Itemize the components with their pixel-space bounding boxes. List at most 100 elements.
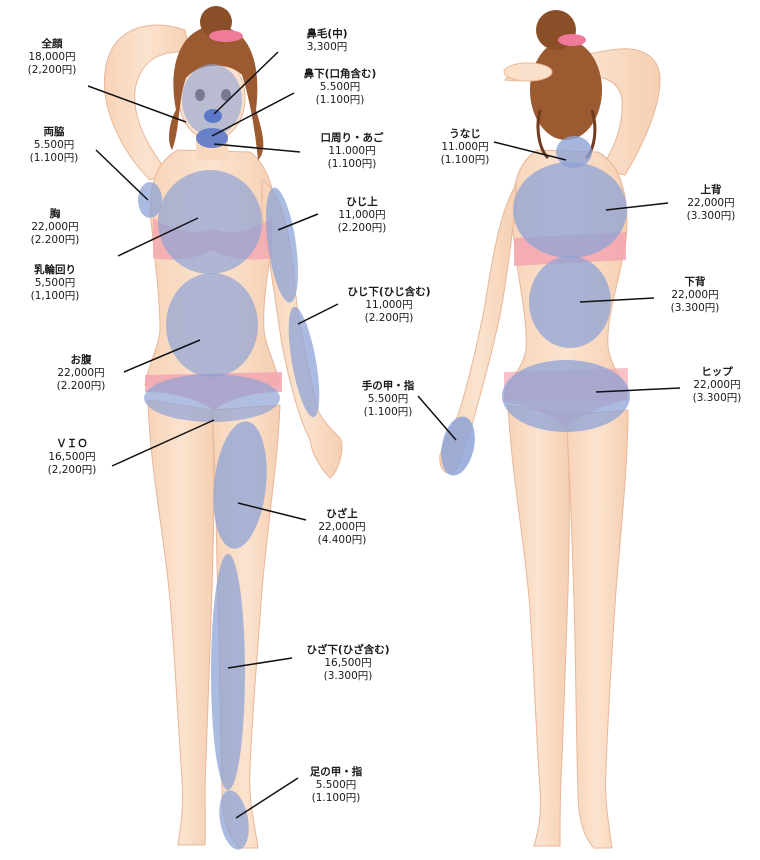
label-name: 上背 xyxy=(700,184,722,196)
label-chest: 胸 22,000円 (2.200円) xyxy=(20,208,90,247)
label-price: 22,000円 xyxy=(687,197,735,209)
label-price: 11,000円 xyxy=(338,209,386,221)
label-vio: ＶＩＯ 16,500円 (2,200円) xyxy=(34,438,110,477)
label-sub: (1.100円) xyxy=(440,154,490,166)
label-name: 口周り・あご xyxy=(320,132,384,144)
label-sub: (3.300円) xyxy=(670,302,720,314)
label-name: うなじ xyxy=(449,128,481,140)
label-armpits: 両脇 5.500円 (1.100円) xyxy=(18,126,90,165)
label-price: 18,000円 xyxy=(28,51,76,63)
front-figure xyxy=(104,6,343,850)
label-name: 乳輪回り xyxy=(34,264,76,276)
label-sub: (4.400円) xyxy=(317,534,367,546)
label-sub: (1.100円) xyxy=(311,792,361,804)
label-nose-hair: 鼻毛(中) 3,300円 xyxy=(282,28,372,54)
zone-forearm xyxy=(288,306,320,418)
label-sub: (1.100円) xyxy=(29,152,79,164)
back-right-leg xyxy=(565,409,629,849)
zone-back-of-hand xyxy=(441,416,475,476)
zone-upper-back xyxy=(513,162,627,258)
label-name: 下背 xyxy=(684,276,706,288)
label-name: 足の甲・指 xyxy=(309,766,363,778)
label-upper-back: 上背 22,000円 (3.300円) xyxy=(674,184,748,223)
back-raised-arm xyxy=(504,48,661,176)
label-price: 5.500円 xyxy=(367,393,409,405)
label-under-nose: 鼻下(口角含む) 5.500円 (1.100円) xyxy=(284,68,396,107)
label-name: ひざ上 xyxy=(326,508,358,520)
zone-foot xyxy=(219,790,249,850)
label-price: 5.500円 xyxy=(315,779,357,791)
zone-upper-arm xyxy=(265,187,299,303)
back-hand xyxy=(503,62,553,82)
label-thigh: ひざ上 22,000円 (4.400円) xyxy=(306,508,378,547)
label-name: お腹 xyxy=(70,354,92,366)
label-price: 16,500円 xyxy=(324,657,372,669)
zone-full-face xyxy=(182,64,242,136)
label-name: 鼻下(口角含む) xyxy=(303,68,377,80)
label-foot: 足の甲・指 5.500円 (1.100円) xyxy=(294,766,378,805)
label-price: 16,500円 xyxy=(48,451,96,463)
zone-thigh xyxy=(213,421,267,549)
label-name: ひじ下(ひじ含む) xyxy=(347,286,431,298)
zone-lower-leg xyxy=(211,554,245,790)
front-scrunchie xyxy=(209,30,243,42)
label-sub: (2.200円) xyxy=(30,234,80,246)
label-price: 5,500円 xyxy=(34,277,76,289)
zone-chest xyxy=(158,170,262,274)
label-name: 鼻毛(中) xyxy=(306,28,348,40)
back-head xyxy=(530,40,602,140)
zone-armpit xyxy=(138,182,162,218)
front-hair-bun xyxy=(200,6,232,38)
back-down-arm xyxy=(439,183,517,474)
label-price: 5.500円 xyxy=(319,81,361,93)
label-sub: (1,100円) xyxy=(30,290,80,302)
label-back-of-hand: 手の甲・指 5.500円 (1.100円) xyxy=(346,380,430,419)
zone-lower-back xyxy=(529,256,611,348)
label-sub: (2.200円) xyxy=(337,222,387,234)
label-price: 3,300円 xyxy=(306,41,348,53)
label-price: 22,000円 xyxy=(57,367,105,379)
label-sub: (2,200円) xyxy=(47,464,97,476)
label-abdomen: お腹 22,000円 (2.200円) xyxy=(40,354,122,393)
label-price: 22,000円 xyxy=(318,521,366,533)
label-upper-arm: ひじ上 11,000円 (2.200円) xyxy=(322,196,402,235)
label-price: 22,000円 xyxy=(671,289,719,301)
leader-lines xyxy=(87,51,681,819)
label-name: ヒップ xyxy=(701,366,733,378)
label-sub: (2.200円) xyxy=(56,380,106,392)
label-price: 11.000円 xyxy=(441,141,489,153)
label-sub: (2.200円) xyxy=(364,312,414,324)
label-mouth-chin: 口周り・あご 11.000円 (1.100円) xyxy=(302,132,402,171)
label-nape: うなじ 11.000円 (1.100円) xyxy=(428,128,502,167)
label-sub: (1.100円) xyxy=(327,158,377,170)
label-name: ひざ下(ひざ含む) xyxy=(306,644,390,656)
zone-hip xyxy=(502,360,630,432)
label-name: ひじ上 xyxy=(346,196,378,208)
label-forearm: ひじ下(ひじ含む) 11,000円 (2.200円) xyxy=(330,286,448,325)
zone-mouth xyxy=(196,128,228,148)
label-price: 22,000円 xyxy=(31,221,79,233)
label-hip: ヒップ 22,000円 (3.300円) xyxy=(680,366,754,405)
front-hair xyxy=(169,25,264,161)
label-sub: (2,200円) xyxy=(27,64,77,76)
label-name: 手の甲・指 xyxy=(361,380,415,392)
label-full-face: 全顔 18,000円 (2,200円) xyxy=(16,38,88,77)
back-scrunchie xyxy=(558,34,586,46)
label-sub: (1.100円) xyxy=(363,406,413,418)
zone-abdomen xyxy=(166,273,258,377)
label-sub: (3.300円) xyxy=(323,670,373,682)
label-name: 両脇 xyxy=(43,126,65,138)
label-name: 全顔 xyxy=(41,38,63,50)
front-raised-arm xyxy=(104,24,191,181)
label-lower-leg: ひざ下(ひざ含む) 16,500円 (3.300円) xyxy=(290,644,406,683)
label-sub: (3.300円) xyxy=(686,210,736,222)
label-price: 11.000円 xyxy=(328,145,376,157)
label-sub: (1.100円) xyxy=(315,94,365,106)
back-figure xyxy=(439,10,661,849)
zone-nose-hair xyxy=(204,109,222,123)
label-price: 5.500円 xyxy=(33,139,75,151)
label-price: 11,000円 xyxy=(365,299,413,311)
label-name: ＶＩＯ xyxy=(56,438,88,450)
